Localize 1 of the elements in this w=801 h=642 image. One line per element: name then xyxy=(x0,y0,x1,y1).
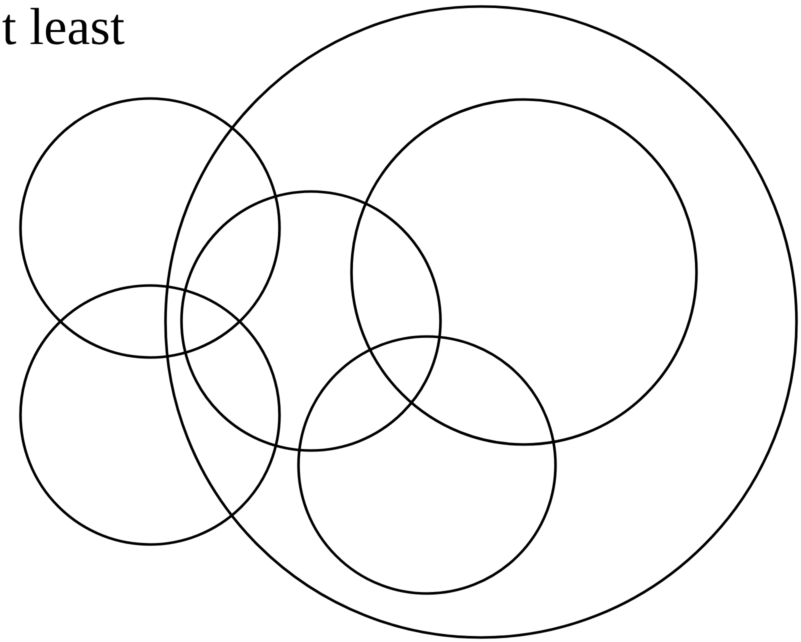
heading-text: t least xyxy=(2,2,125,54)
